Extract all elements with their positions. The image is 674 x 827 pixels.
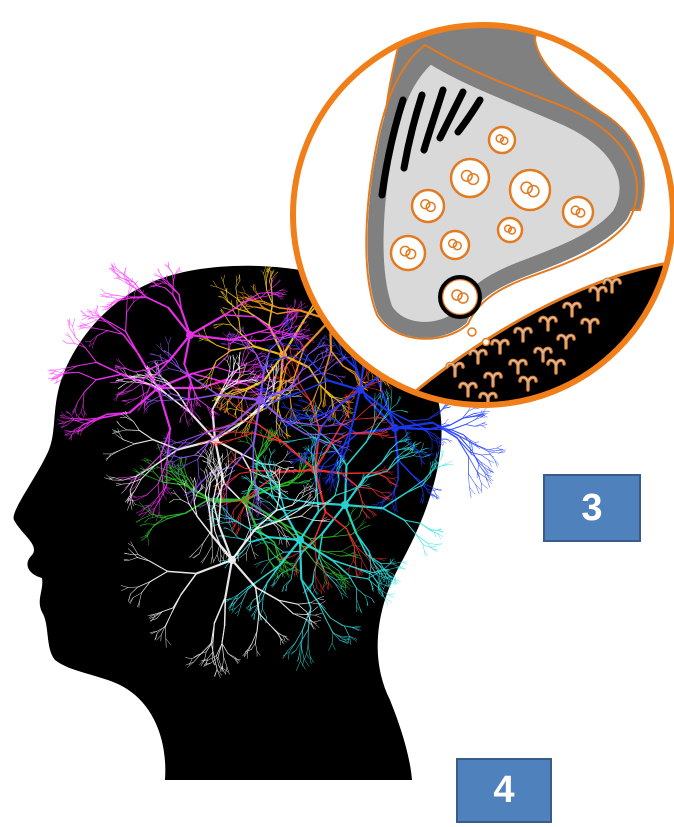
label-box-4: 4 [456, 758, 552, 823]
label-4-text: 4 [493, 769, 514, 812]
neuron-soma [296, 536, 304, 544]
neuron-soma [341, 501, 349, 509]
neuron-soma [228, 556, 236, 564]
neuron-soma [356, 386, 364, 394]
neuron-soma [391, 424, 399, 432]
vesicle-icon [391, 236, 425, 270]
vesicle-icon [498, 218, 522, 242]
label-box-3: 3 [543, 474, 641, 542]
neuron-soma [186, 331, 194, 339]
neurotransmitter [483, 339, 490, 346]
vesicle-icon [563, 197, 593, 227]
vesicle-icon [510, 170, 550, 210]
vesicle-icon [489, 127, 515, 153]
vesicle-icon [412, 190, 444, 222]
neurotransmitter [468, 328, 476, 336]
vesicle-icon [440, 277, 480, 317]
vesicle-icon [451, 159, 489, 197]
vesicle-icon [441, 231, 469, 259]
label-3-text: 3 [581, 487, 602, 530]
